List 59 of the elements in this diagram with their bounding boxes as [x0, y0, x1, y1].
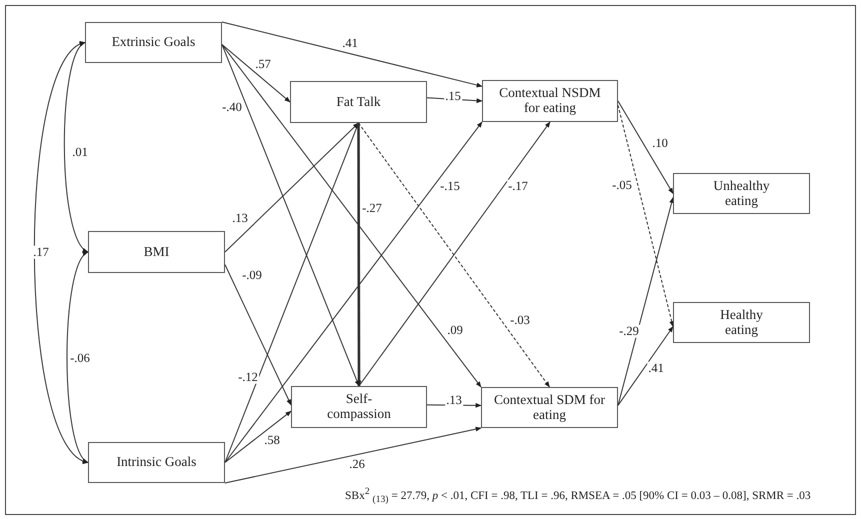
path-arrow: [224, 264, 292, 406]
variable-label: BMI: [144, 244, 170, 260]
edge-label: .58: [263, 434, 281, 446]
edge-label: -.06: [69, 352, 91, 364]
edge-label: .13: [231, 212, 249, 224]
variable-label: Fat Talk: [336, 94, 381, 110]
path-arrow: [222, 44, 482, 388]
edge-label: .15: [444, 90, 462, 102]
path-arrow: [618, 326, 674, 406]
path-arrow: [222, 44, 290, 102]
variable-label: Healthy eating: [719, 308, 764, 338]
edge-label: .10: [651, 136, 669, 150]
path-arrow: [618, 100, 674, 194]
variable-label: Intrinsic Goals: [116, 455, 196, 470]
covariance-arrow: [34, 42, 88, 463]
edge-label: -.27: [361, 202, 383, 214]
edge-label: .41: [647, 362, 665, 374]
edge-label: -.05: [611, 178, 633, 192]
edge-label: .13: [445, 394, 463, 406]
variable-label: Unhealthy eating: [712, 178, 771, 208]
variable-label: Contextual SDM for eating: [493, 392, 606, 422]
variable-box: [673, 173, 810, 214]
variable-label: Self- compassion: [326, 392, 392, 422]
edge-label: -.03: [509, 314, 531, 326]
edge-label: -.40: [221, 100, 243, 114]
path-arrow: [224, 426, 482, 484]
edge-label: -.15: [439, 180, 461, 192]
variable-box: [481, 387, 618, 428]
edge-label: .01: [71, 146, 89, 158]
path-arrow: [222, 22, 483, 88]
path-arrow: [224, 122, 482, 463]
path-arrow: [222, 44, 360, 387]
variable-box: [290, 81, 427, 123]
path-arrow: [618, 104, 674, 328]
variable-box: [88, 231, 225, 273]
variable-box: [88, 442, 225, 483]
path-arrow: [618, 197, 674, 406]
variable-label: Contextual NSDM for eating: [498, 86, 602, 116]
edge-label: .26: [348, 458, 366, 470]
variable-box: [673, 302, 810, 343]
variable-box: [291, 386, 427, 428]
edge-label: -.29: [618, 324, 640, 338]
variable-box: [85, 22, 222, 63]
edge-label: .41: [341, 36, 359, 50]
edge-label: .57: [254, 58, 272, 70]
edge-label: .09: [446, 324, 464, 336]
variable-box: [482, 80, 618, 122]
covariance-arrow: [66, 252, 88, 463]
edge-label: -.09: [241, 268, 263, 282]
edge-label: -.17: [507, 180, 529, 192]
edge-label: .17: [32, 246, 50, 258]
path-arrow: [224, 122, 359, 252]
covariance-arrow: [64, 42, 88, 252]
edge-label: -.12: [237, 370, 259, 384]
path-arrow: [224, 410, 292, 463]
fit-statistics-note: SBx$^{2}$ $_{(13)}$ = 27.79, p < .01, CFI = .98, TLI = .96, RMSEA = .05 [90% CI = 0.03 – 0.08], SRMR = .03: [345, 486, 811, 506]
path-arrow: [426, 403, 482, 408]
path-arrow: [356, 123, 362, 387]
variable-label: Extrinsic Goals: [112, 35, 196, 50]
